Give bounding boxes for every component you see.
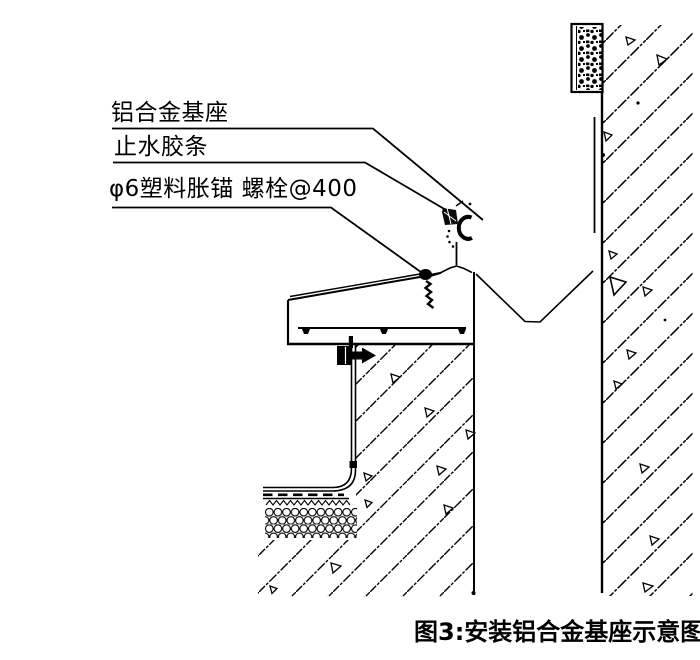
screw-head [419,269,432,280]
expansion-bolt [337,336,376,365]
coping-sealant-block [570,22,604,94]
wall-section [593,24,693,596]
sealant-stipple-fill [578,27,602,90]
bedding-tick-row [265,499,351,506]
gasket-dots [446,229,455,248]
slab-aggregate-symbols [269,373,477,595]
slab-section [258,272,477,597]
membrane-layers [263,344,357,506]
screw-thread [423,280,435,309]
callout-label-aluminum-base: 铝合金基座 [111,100,229,126]
clip-c-hook [456,214,473,241]
callout-leader-lines [112,127,484,276]
callout-label-waterstop-strip: 止水胶条 [114,134,208,160]
wall-aggregate-symbols [603,36,669,594]
slab-hatch [258,344,473,597]
wall-dots [601,101,667,322]
figure-caption: 图3:安装铝合金基座示意图 [414,618,700,646]
aluminum-base-profile [286,265,475,346]
callout-label-plastic-anchor-bolt: φ6塑料胀锚 螺栓@400 [109,176,358,202]
v-groove [475,270,594,323]
insulation-block [265,508,357,538]
fixing-marks [302,329,466,334]
anchor-clip-detail [419,200,473,309]
wall-hatch [602,25,693,596]
